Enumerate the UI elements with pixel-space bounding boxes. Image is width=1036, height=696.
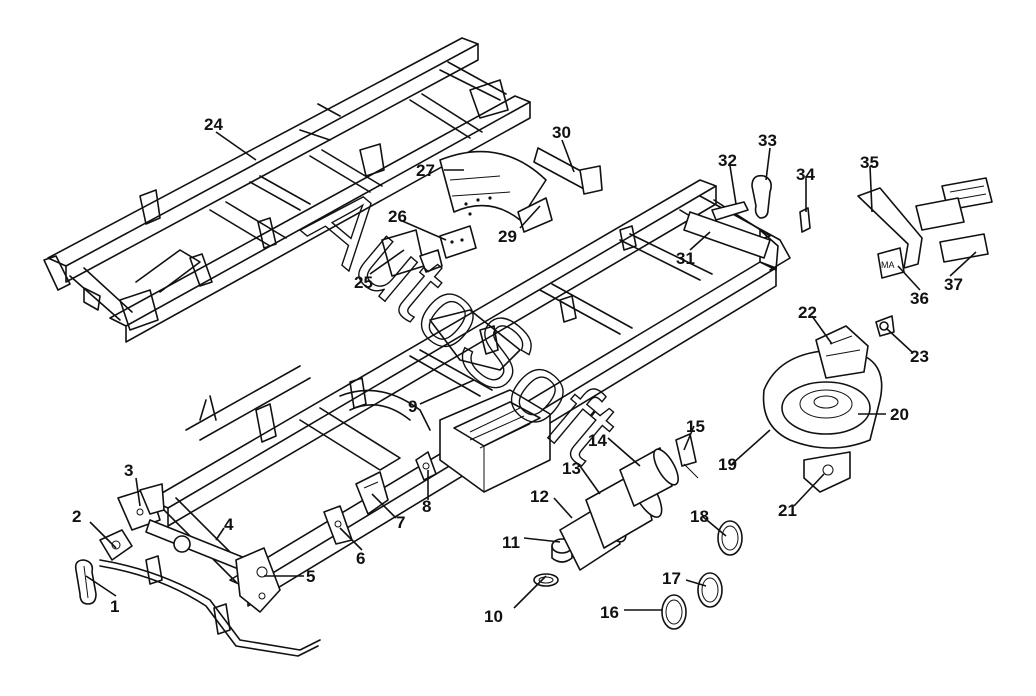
bracket-30 <box>533 147 603 195</box>
callout-32: 32 <box>718 151 737 170</box>
battery-box <box>429 309 551 493</box>
callout-24: 24 <box>204 115 223 134</box>
plate-36: MA <box>877 247 905 279</box>
callout-1: 1 <box>110 597 119 616</box>
tank-strap-16 <box>661 594 687 630</box>
callout-25: 25 <box>354 273 373 292</box>
callout-12: 12 <box>530 487 549 506</box>
callout-4: 4 <box>224 515 234 534</box>
upper-chassis-frame <box>43 37 531 343</box>
callout-22: 22 <box>798 303 817 322</box>
mudguard-bracket-26 <box>439 225 477 259</box>
bracket-32 <box>711 201 749 221</box>
mudguard-27 <box>439 150 547 221</box>
spring-bracket-5 <box>235 547 281 613</box>
callout-21: 21 <box>778 501 797 520</box>
clip-34 <box>799 207 811 233</box>
bracket-15 <box>675 433 699 479</box>
callout-labels: 1 2 3 4 5 6 7 8 9 10 11 12 13 14 15 16 1… <box>72 115 963 626</box>
callout-6: 6 <box>356 549 365 568</box>
lamp-37 <box>915 177 993 263</box>
tow-shackle <box>74 559 97 605</box>
callout-5: 5 <box>306 567 315 586</box>
callout-10: 10 <box>484 607 503 626</box>
stabilizer-bar <box>99 555 321 657</box>
spring-bracket-6 <box>323 505 353 545</box>
callout-27: 27 <box>416 161 435 180</box>
tank-strap-18 <box>717 520 743 556</box>
callout-30: 30 <box>552 123 571 142</box>
tow-hook-33 <box>751 174 772 219</box>
wheel-carrier-21 <box>803 451 851 493</box>
callout-8: 8 <box>422 497 431 516</box>
callout-33: 33 <box>758 131 777 150</box>
callout-17: 17 <box>662 569 681 588</box>
front-crossmember <box>145 519 251 573</box>
callout-23: 23 <box>910 347 929 366</box>
callout-37: 37 <box>944 275 963 294</box>
callout-20: 20 <box>890 405 909 424</box>
callout-16: 16 <box>600 603 619 622</box>
plate-label: MA <box>881 260 895 270</box>
callout-26: 26 <box>388 207 407 226</box>
callout-18: 18 <box>690 507 709 526</box>
callout-29: 29 <box>498 227 517 246</box>
mudguard-bracket-25 <box>381 229 443 277</box>
front-bracket-left <box>99 529 133 561</box>
callout-9: 9 <box>408 397 417 416</box>
callout-7: 7 <box>396 513 405 532</box>
leader-lines <box>85 131 977 611</box>
bracket-35 <box>857 187 923 269</box>
callout-13: 13 <box>562 459 581 478</box>
callout-19: 19 <box>718 455 737 474</box>
callout-35: 35 <box>860 153 879 172</box>
callout-31: 31 <box>676 249 695 268</box>
callout-3: 3 <box>124 461 133 480</box>
callout-34: 34 <box>796 165 815 184</box>
tank-strap-17 <box>697 572 723 608</box>
callout-15: 15 <box>686 417 705 436</box>
callout-11: 11 <box>502 533 520 552</box>
crossmember-31 <box>683 211 771 259</box>
callout-14: 14 <box>588 431 607 450</box>
spring-bracket-7 <box>355 471 389 515</box>
air-tank-14 <box>619 447 679 507</box>
bracket-8 <box>415 451 437 481</box>
callout-2: 2 <box>72 507 81 526</box>
callout-36: 36 <box>910 289 929 308</box>
